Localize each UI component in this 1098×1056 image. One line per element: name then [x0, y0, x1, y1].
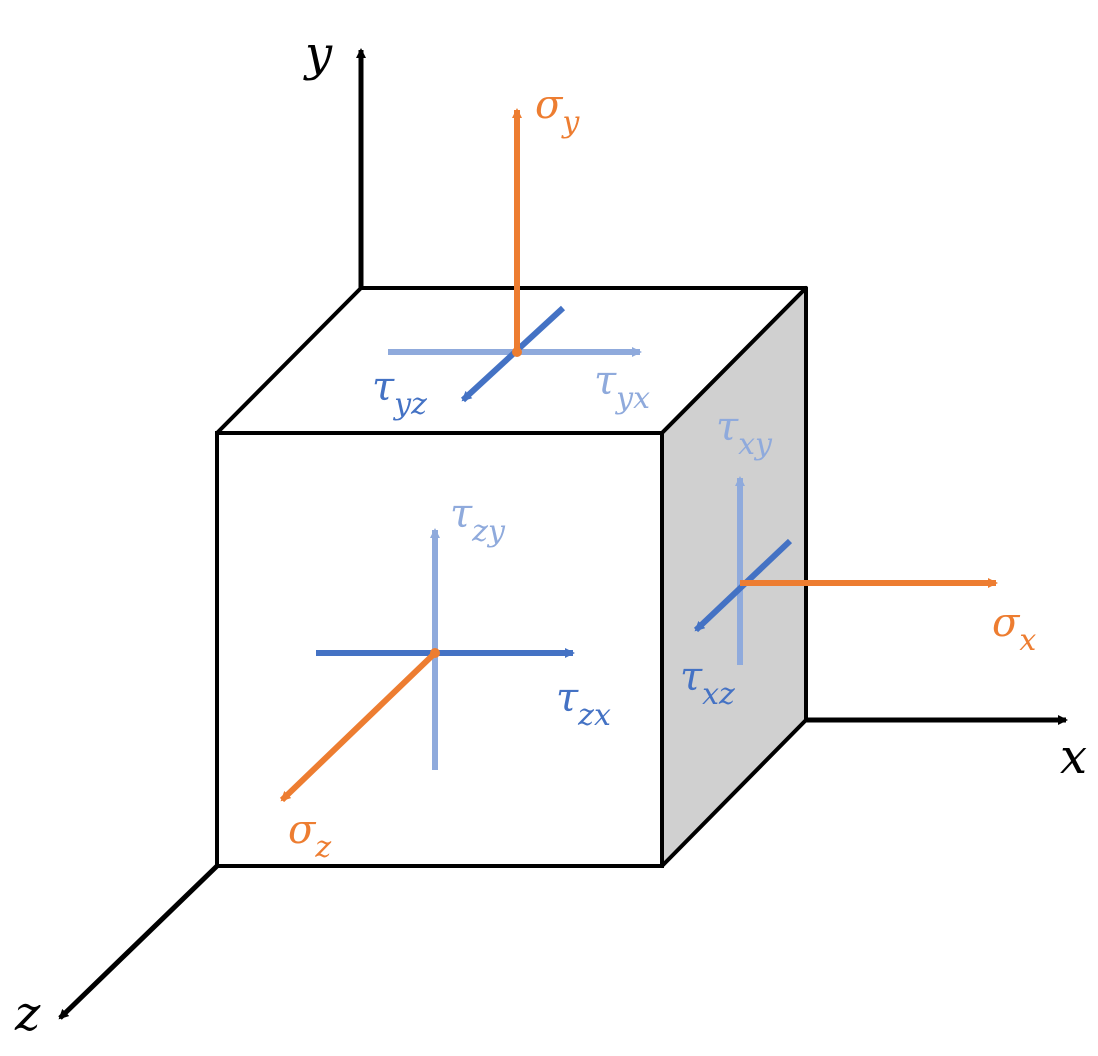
- x-axis-label: x: [1060, 729, 1087, 785]
- tau-zy-label: τzy: [450, 491, 506, 549]
- side-face-stresses: [693, 476, 998, 665]
- tau-xz-label: τxz: [680, 654, 735, 712]
- sigma-z-arrow: [279, 650, 438, 803]
- tau-yz-label: τyz: [372, 364, 427, 422]
- cube: [215, 286, 808, 868]
- top-face-origin: [512, 347, 522, 357]
- front-face-stresses: [279, 528, 575, 803]
- z-axis-label: z: [14, 986, 41, 1042]
- tau-xy-label: τxy: [716, 404, 773, 462]
- tau-zx-label: τzx: [556, 675, 611, 733]
- sigma-y-label: σy: [535, 82, 580, 140]
- axes: [58, 48, 1068, 1020]
- z-axis: [58, 864, 219, 1020]
- front-face-origin: [430, 648, 440, 658]
- tau-yx-label: τyx: [594, 358, 650, 416]
- y-axis-label: y: [303, 26, 333, 82]
- sigma-x-label: σx: [992, 600, 1036, 658]
- sigma-z-label: σz: [288, 807, 331, 865]
- top-face-stresses: [388, 108, 642, 403]
